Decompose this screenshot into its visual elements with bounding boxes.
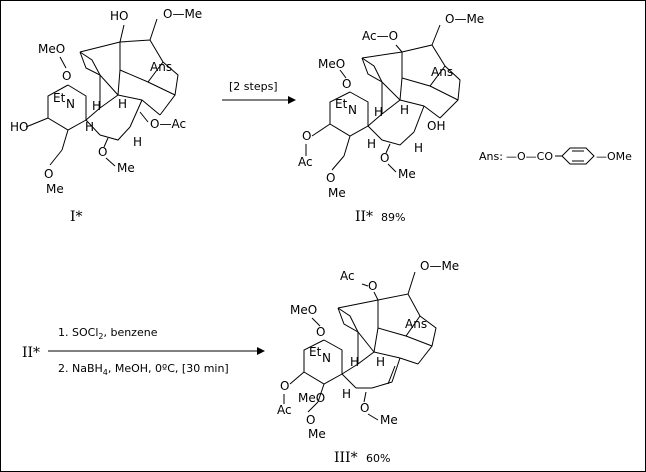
- atom-h: H: [374, 105, 383, 119]
- atom-o: O: [302, 129, 311, 143]
- atom-h: H: [133, 135, 142, 149]
- atom-meo: MeO: [38, 42, 65, 56]
- atom-o: O: [380, 151, 389, 165]
- atom-ho: HO: [10, 120, 28, 134]
- reaction2-step1: 1. SOCl2, benzene: [58, 326, 158, 341]
- yield-ii: 89%: [381, 211, 405, 224]
- atom-meo: MeO: [318, 57, 345, 71]
- atom-ome: O—Me: [445, 12, 484, 26]
- atom-ome: O—Me: [420, 259, 459, 273]
- compound-ii-structure: O—Me Ac—O Ans OH H H H MeO O Et N O Ac H: [298, 12, 484, 200]
- compound-iii-structure: O—Me Ac O Ans H H MeO O Et N O Ac H: [277, 259, 459, 441]
- compound-i-structure: O—Me HO Ans O—Ac H H H MeO O Et N HO: [10, 7, 202, 196]
- reaction1-conditions: [2 steps]: [229, 80, 278, 93]
- benzene-ring: [561, 147, 595, 165]
- atom-o: O: [316, 325, 325, 339]
- atom-o: O: [326, 171, 335, 185]
- atom-ans: Ans: [431, 65, 453, 79]
- atom-h: H: [92, 99, 101, 113]
- atom-o: O: [360, 401, 369, 415]
- atom-h: H: [85, 120, 94, 134]
- compound-label-i: I*: [70, 209, 83, 225]
- atom-aco: Ac—O: [362, 29, 398, 43]
- reaction-arrow-2: II* 1. SOCl2, benzene 2. NaBH4, MeOH, 0º…: [22, 326, 265, 377]
- atom-me: Me: [398, 167, 416, 181]
- atom-ome: O—Me: [163, 7, 202, 21]
- atom-et: Et: [53, 91, 66, 105]
- reaction2-step2: 2. NaBH4, MeOH, 0ºC, [30 min]: [58, 362, 229, 377]
- atom-o: O: [98, 145, 107, 159]
- atom-ho: HO: [110, 9, 128, 23]
- atom-o: O: [280, 379, 289, 393]
- atom-ans: Ans: [150, 60, 172, 74]
- atom-me: Me: [46, 182, 64, 196]
- atom-o: O: [342, 77, 351, 91]
- atom-o: O: [306, 413, 315, 427]
- atom-oh: OH: [427, 119, 445, 133]
- legend-chain: —O—CO: [506, 150, 553, 163]
- atom-et: Et: [335, 97, 348, 111]
- atom-me: Me: [380, 413, 398, 427]
- atom-o: O: [62, 69, 71, 83]
- atom-et: Et: [309, 345, 322, 359]
- atom-n: N: [66, 97, 75, 111]
- atom-o: O: [368, 279, 377, 293]
- atom-me: Me: [308, 427, 326, 441]
- atom-h: H: [376, 355, 385, 369]
- atom-h: H: [367, 137, 376, 151]
- atom-n: N: [348, 103, 357, 117]
- legend-key: Ans:: [479, 150, 503, 163]
- atom-h: H: [350, 355, 359, 369]
- atom-meo: MeO: [298, 391, 325, 405]
- atom-h: H: [342, 387, 351, 401]
- atom-h: H: [118, 97, 127, 111]
- atom-o: O: [44, 167, 53, 181]
- atom-n: N: [322, 351, 331, 365]
- atom-h: H: [414, 141, 423, 155]
- atom-me: Me: [328, 186, 346, 200]
- yield-iii: 60%: [366, 452, 390, 465]
- atom-ac: Ac: [340, 269, 355, 283]
- atom-meo: MeO: [290, 303, 317, 317]
- atom-oac: O—Ac: [150, 117, 186, 131]
- atom-h: H: [400, 103, 409, 117]
- legend-tail: —OMe: [596, 150, 632, 163]
- atom-ac: Ac: [277, 403, 292, 417]
- ans-legend: Ans: —O—CO —OMe: [479, 147, 632, 165]
- reaction-arrow-1: [2 steps]: [222, 80, 296, 104]
- reaction2-start-label: II*: [22, 345, 40, 361]
- atom-ans: Ans: [405, 317, 427, 331]
- atom-ac: Ac: [298, 155, 313, 169]
- compound-label-iii: III*: [334, 450, 358, 466]
- compound-label-ii: II*: [355, 209, 373, 225]
- atom-me: Me: [117, 161, 135, 175]
